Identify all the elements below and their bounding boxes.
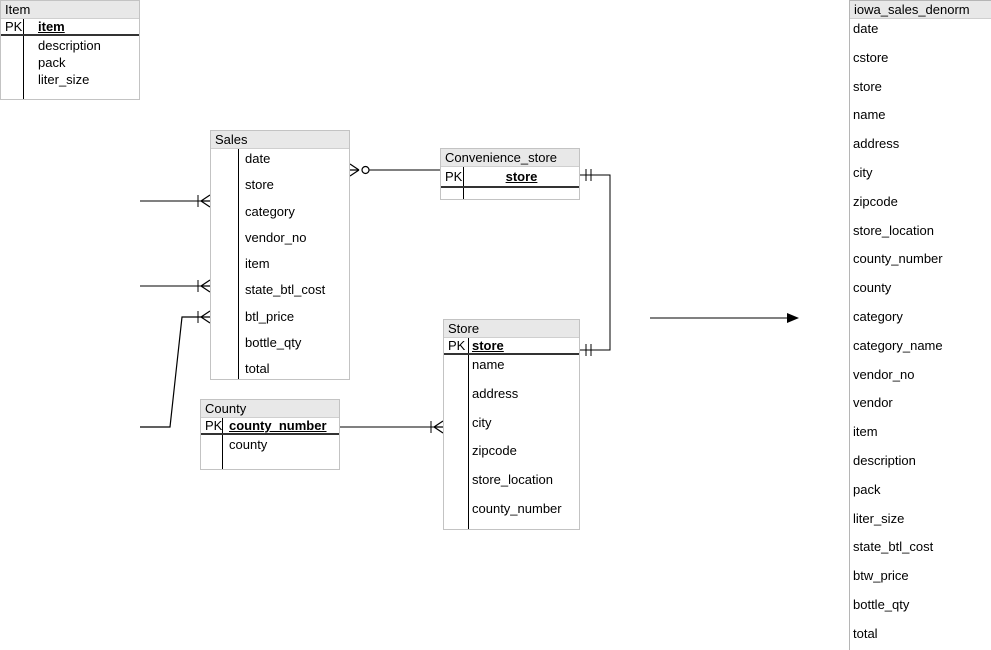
field-row: category bbox=[245, 203, 295, 219]
relationship-item-sales[interactable] bbox=[140, 310, 211, 428]
field-row: category bbox=[853, 308, 903, 324]
pk-column-spacer bbox=[1, 36, 24, 99]
field-row: liter_size bbox=[38, 72, 90, 87]
field-row: name bbox=[472, 357, 505, 372]
pk-field-store: store bbox=[505, 169, 538, 184]
field-row: date bbox=[853, 21, 879, 36]
pk-column-spacer bbox=[211, 149, 239, 379]
field-row: zipcode bbox=[472, 443, 517, 459]
entity-convenience-store[interactable]: Convenience_store PK store bbox=[440, 148, 580, 200]
pk-field-store: store bbox=[472, 338, 504, 353]
pk-field-item: item bbox=[38, 19, 65, 34]
pk-label: PK bbox=[1, 19, 24, 34]
field-row: county_number bbox=[472, 500, 562, 516]
field-row: total bbox=[245, 361, 270, 377]
field-row: btl_price bbox=[245, 308, 295, 324]
pk-column-spacer bbox=[444, 355, 469, 529]
relationship-vendor-sales[interactable] bbox=[140, 279, 211, 293]
relationship-category-sales[interactable] bbox=[140, 194, 211, 208]
field-row: btw_price bbox=[853, 568, 909, 584]
field-row: vendor bbox=[853, 395, 893, 411]
field-row: city bbox=[853, 164, 873, 180]
relationship-county-store[interactable] bbox=[340, 420, 444, 434]
field-row: zipcode bbox=[853, 193, 898, 209]
field-row: date bbox=[245, 151, 271, 166]
field-row: category_name bbox=[853, 337, 943, 353]
entity-iowa-sales-denorm[interactable]: iowa_sales_denorm date cstore store name… bbox=[849, 0, 991, 650]
field-row: store bbox=[853, 78, 882, 94]
field-row: bottle_qty bbox=[245, 335, 302, 351]
relationship-sales-convenience-store[interactable] bbox=[349, 163, 440, 177]
field-row: county_number bbox=[853, 251, 943, 267]
field-row: address bbox=[472, 385, 519, 401]
entity-store[interactable]: Store PK store name address city zipcode… bbox=[443, 319, 580, 530]
entity-sales[interactable]: Sales date store category vendor_no item… bbox=[210, 130, 350, 380]
field-row: liter_size bbox=[853, 510, 905, 526]
field-row: store bbox=[245, 177, 274, 193]
field-row: vendor_no bbox=[245, 229, 307, 245]
field-row: pack bbox=[38, 55, 66, 70]
field-row: address bbox=[853, 136, 900, 152]
entity-item[interactable]: Item PK item description pack liter_size bbox=[0, 0, 140, 100]
pk-label: PK bbox=[201, 418, 223, 433]
entity-iowa-sales-denorm-title: iowa_sales_denorm bbox=[850, 1, 991, 19]
field-row: state_btl_cost bbox=[853, 539, 934, 555]
field-row: item bbox=[853, 424, 878, 440]
relationship-convenience-store-store[interactable] bbox=[580, 169, 611, 356]
field-row: store_location bbox=[853, 222, 934, 238]
entity-store-title: Store bbox=[444, 320, 579, 338]
field-row: county bbox=[229, 437, 268, 452]
pk-field-county-number: county_number bbox=[229, 418, 327, 433]
pk-label: PK bbox=[444, 338, 469, 353]
field-row: city bbox=[472, 414, 492, 430]
field-row: bottle_qty bbox=[853, 596, 910, 612]
field-row: name bbox=[853, 107, 886, 123]
pk-column-spacer bbox=[201, 435, 223, 469]
field-row: state_btl_cost bbox=[245, 282, 326, 298]
entity-county-title: County bbox=[201, 400, 339, 418]
field-row: description bbox=[853, 452, 916, 468]
entity-sales-title: Sales bbox=[211, 131, 349, 149]
field-row: vendor_no bbox=[853, 366, 915, 382]
denormalization-arrow bbox=[650, 313, 799, 323]
field-row: store_location bbox=[472, 472, 553, 488]
field-row: pack bbox=[853, 481, 881, 497]
pk-column-spacer bbox=[441, 188, 464, 199]
pk-label: PK bbox=[441, 167, 464, 186]
field-row: county bbox=[853, 280, 892, 296]
field-row: description bbox=[38, 38, 101, 53]
entity-county[interactable]: County PK county_number county bbox=[200, 399, 340, 470]
entity-convenience-store-title: Convenience_store bbox=[441, 149, 579, 167]
entity-item-title: Item bbox=[1, 1, 139, 19]
field-row: cstore bbox=[853, 49, 889, 65]
field-row: item bbox=[245, 256, 270, 272]
field-row: total bbox=[853, 625, 878, 641]
